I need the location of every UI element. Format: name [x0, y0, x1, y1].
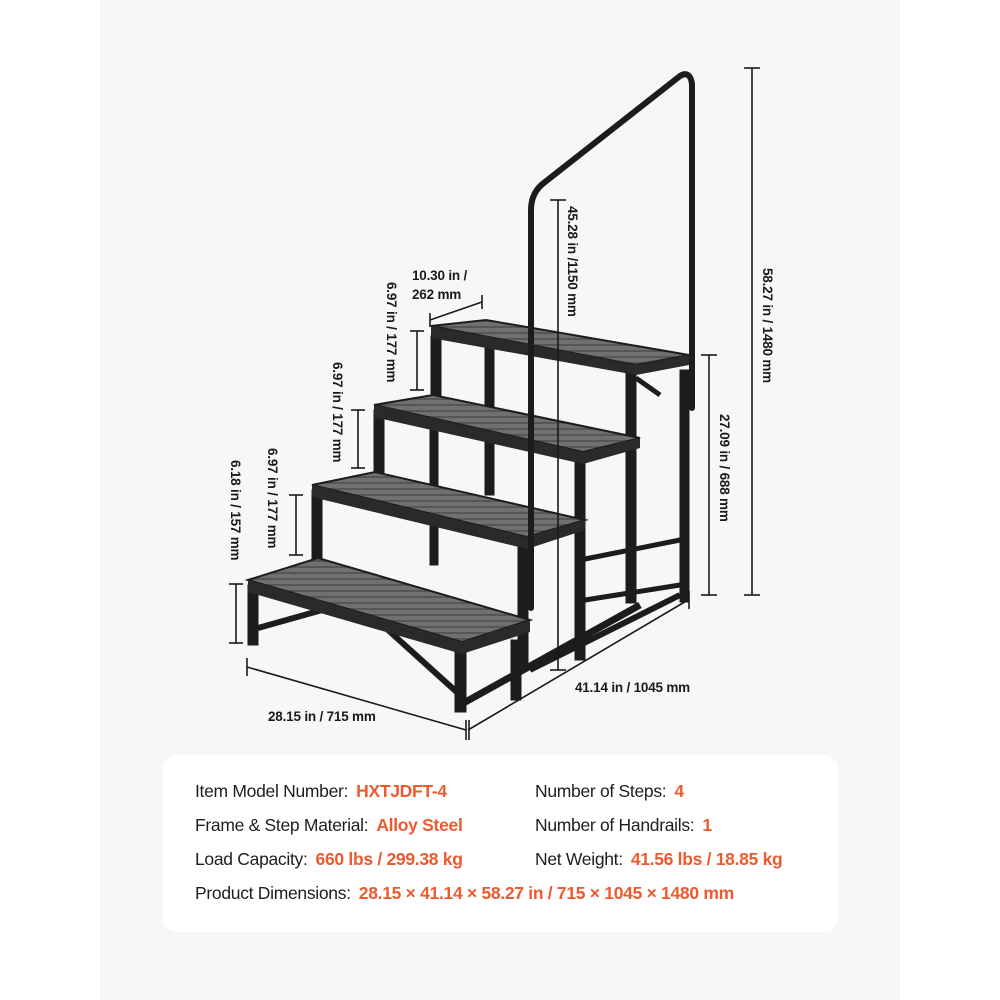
spec-value: HXTJDFT-4: [356, 781, 447, 801]
dimension-lines: [229, 67, 760, 740]
tread-depth-label: 10.30 in / 262 mm: [412, 268, 468, 302]
spec-label: Frame & Step Material:: [195, 815, 369, 835]
spec-weight: Net Weight: 41.56 lbs / 18.85 kg: [535, 849, 783, 870]
spec-value: 4: [674, 781, 684, 801]
step-treads: [244, 318, 690, 654]
overall-height-label: 58.27 in / 1480 mm: [760, 268, 775, 383]
spec-label: Number of Steps:: [535, 781, 667, 801]
width-label: 28.15 in / 715 mm: [268, 709, 376, 724]
step3-rise-label: 6.97 in / 177 mm: [330, 362, 345, 463]
spec-label: Product Dimensions:: [195, 883, 351, 903]
spec-value: 1: [702, 815, 712, 835]
platform-height-label: 27.09 in / 688 mm: [717, 414, 732, 522]
handrail-height-label: 45.28 in /1150 mm: [565, 206, 580, 317]
spec-value: 660 lbs / 299.38 kg: [315, 849, 463, 869]
spec-label: Number of Handrails:: [535, 815, 695, 835]
spec-material: Frame & Step Material: Alloy Steel: [195, 815, 463, 836]
spec-value: 41.56 lbs / 18.85 kg: [630, 849, 783, 869]
spec-model: Item Model Number: HXTJDFT-4: [195, 781, 447, 802]
spec-load: Load Capacity: 660 lbs / 299.38 kg: [195, 849, 463, 870]
top-rise-label: 6.97 in / 177 mm: [384, 282, 399, 383]
spec-label: Load Capacity:: [195, 849, 308, 869]
stair-illustration: [229, 67, 760, 740]
spec-label: Net Weight:: [535, 849, 623, 869]
handrail: [528, 71, 695, 611]
spec-card: Item Model Number: HXTJDFT-4 Frame & Step…: [163, 755, 838, 932]
spec-value: 28.15 × 41.14 × 58.27 in / 715 × 1045 × …: [358, 883, 734, 903]
length-label: 41.14 in / 1045 mm: [575, 680, 690, 695]
spec-dimensions: Product Dimensions: 28.15 × 41.14 × 58.27…: [195, 883, 734, 904]
spec-handrails: Number of Handrails: 1: [535, 815, 712, 836]
bottom-rise-label: 6.18 in / 157 mm: [228, 460, 243, 561]
step2-rise-label: 6.97 in / 177 mm: [265, 448, 280, 549]
spec-steps: Number of Steps: 4: [535, 781, 684, 802]
spec-label: Item Model Number:: [195, 781, 349, 801]
spec-value: Alloy Steel: [376, 815, 463, 835]
